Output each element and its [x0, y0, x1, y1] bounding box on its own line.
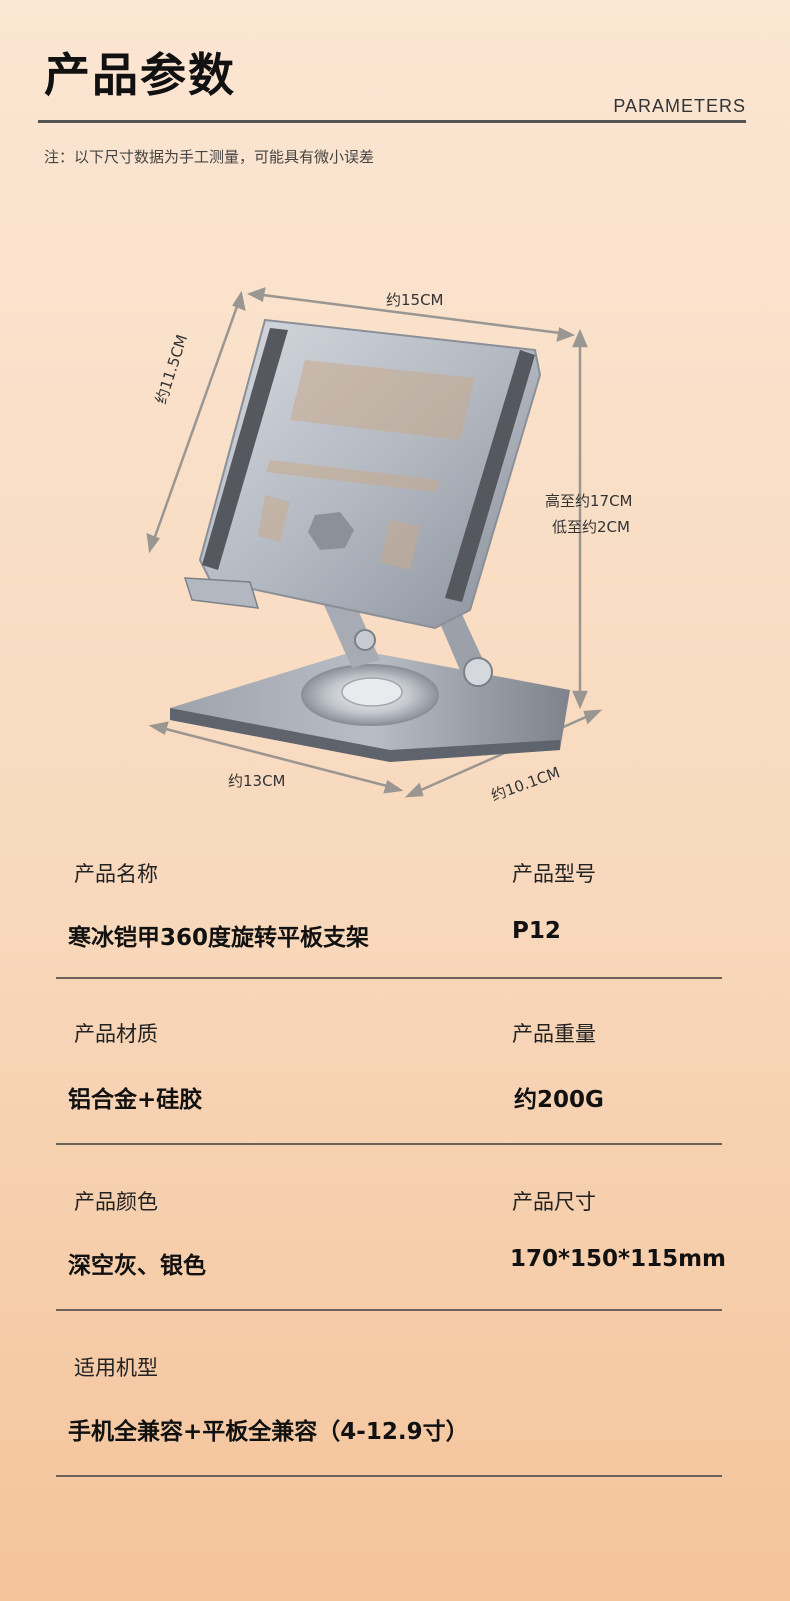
spec-value-model: P12: [512, 918, 561, 944]
spec-label-model: 产品型号: [512, 862, 596, 886]
spec-value-name: 寒冰铠甲360度旋转平板支架: [68, 925, 370, 951]
dim-base-width: 约13CM: [228, 772, 286, 790]
spec-label-material: 产品材质: [74, 1022, 158, 1046]
spec-value-size: 170*150*115mm: [510, 1246, 727, 1272]
page-subtitle: PARAMETERS: [613, 96, 746, 116]
spec-value-compatibility: 手机全兼容+平板全兼容（4-12.9寸）: [68, 1419, 469, 1445]
spec-divider: [56, 977, 722, 979]
left-silicone-pad: [202, 328, 288, 570]
spec-row-name-model: 产品名称 产品型号 寒冰铠甲360度旋转平板支架 P12: [56, 858, 722, 979]
page-title: 产品参数: [44, 48, 236, 102]
spec-label-weight: 产品重量: [512, 1022, 596, 1046]
spec-row-material-weight: 产品材质 产品重量 铝合金+硅胶 约200G: [56, 1018, 722, 1145]
header: 产品参数 PARAMETERS 注：以下尺寸数据为手工测量，可能具有微小误差: [0, 0, 790, 166]
dim-height-min: 低至约2CM: [552, 518, 630, 536]
spec-label-size: 产品尺寸: [512, 1190, 596, 1214]
spec-divider: [56, 1309, 722, 1311]
spec-label-color: 产品颜色: [74, 1190, 158, 1214]
spec-label-name: 产品名称: [74, 862, 158, 886]
spec-value-material: 铝合金+硅胶: [68, 1087, 203, 1113]
right-silicone-pad: [445, 350, 535, 602]
dim-height-max: 高至约17CM: [545, 492, 633, 510]
header-divider: [38, 120, 746, 123]
spec-row-color-size: 产品颜色 产品尺寸 深空灰、银色 170*150*115mm: [56, 1186, 726, 1311]
measurement-note: 注：以下尺寸数据为手工测量，可能具有微小误差: [44, 148, 375, 166]
dim-width-top: 约15CM: [386, 291, 444, 309]
front-lip: [183, 577, 260, 609]
spec-divider: [56, 1475, 722, 1477]
tablet-stand-svg: [146, 287, 603, 798]
spec-value-color: 深空灰、银色: [68, 1253, 206, 1279]
tablet-stand-illustration: [140, 280, 620, 810]
spec-label-compatibility: 适用机型: [74, 1356, 158, 1380]
spec-value-weight: 约200G: [514, 1087, 604, 1113]
spec-row-compatibility: 适用机型 手机全兼容+平板全兼容（4-12.9寸）: [56, 1352, 722, 1477]
spec-divider: [56, 1143, 722, 1145]
